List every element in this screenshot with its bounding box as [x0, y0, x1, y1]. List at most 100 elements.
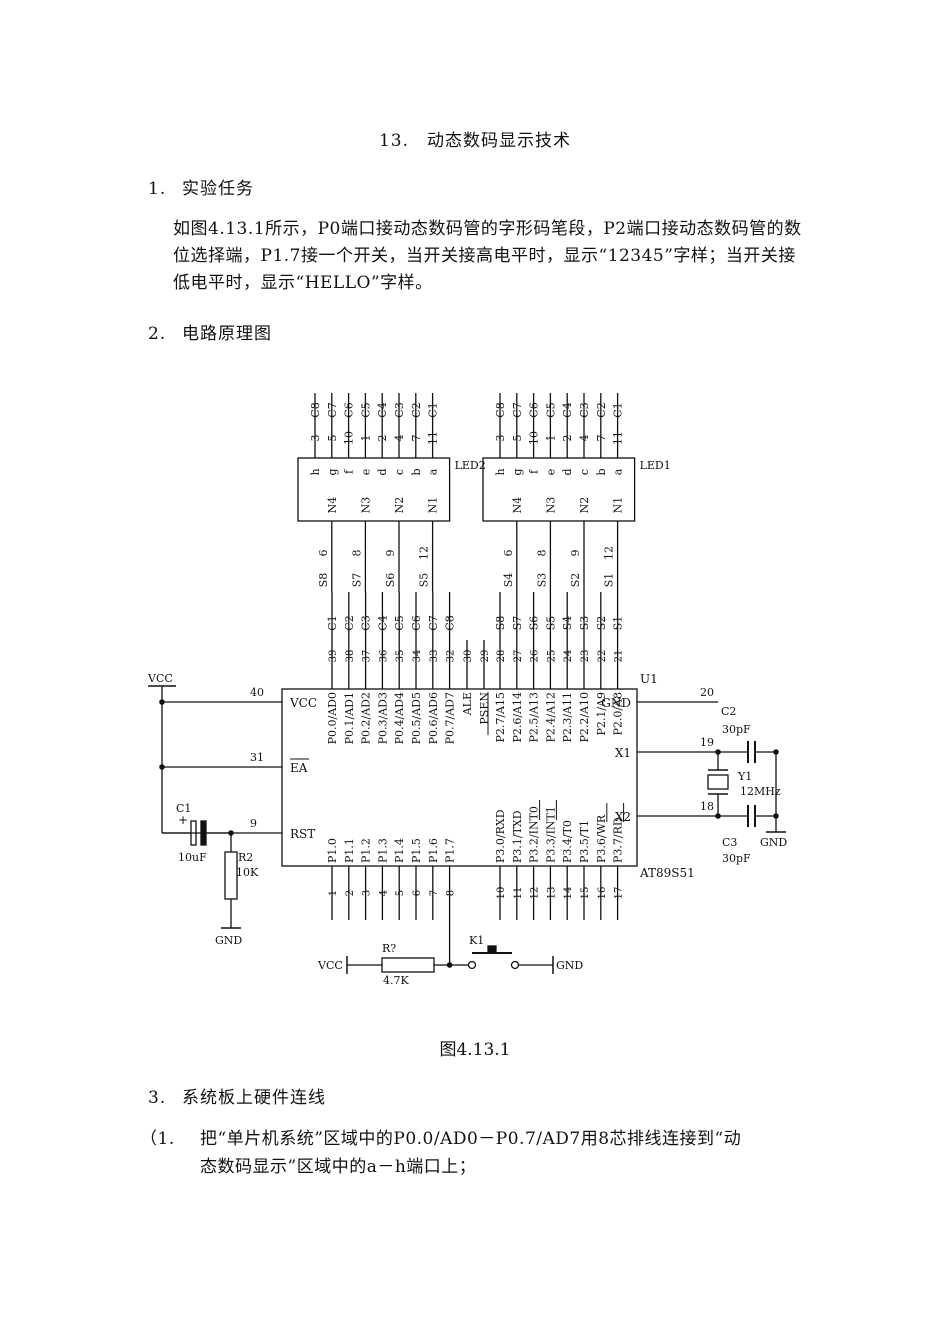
r-body [381, 957, 435, 973]
mcu-pin-number: 16 [597, 887, 608, 900]
segment-label: f [528, 469, 541, 474]
segment-label: h [494, 468, 507, 475]
mcu-top-net-label: S1 [612, 616, 625, 631]
mcu-part: AT89S51 [639, 866, 695, 880]
led-top-pin-label: C1 [427, 402, 440, 417]
c3-value: 30pF [722, 852, 751, 865]
led-top-pin-number: 3 [494, 435, 507, 442]
led-top-pin-label: C6 [343, 402, 356, 417]
mcu-pin-number: 35 [395, 650, 406, 663]
segment-label: e [359, 469, 372, 476]
task-paragraph: 如图4.13.1所示，P0端口接动态数码管的字形码笔段，P2端口接动态数码管的数… [173, 219, 802, 293]
wiring-item-1: （1.把“单片机系统”区域中的P0.0/AD0－P0.7/AD7用8芯排线连接到… [140, 1125, 820, 1181]
mcu-pin-name: P2.5/A13 [528, 692, 541, 743]
led-bottom-pin-number: 8 [350, 550, 363, 557]
mcu-pin-number: 36 [378, 650, 389, 663]
led-top-pin-label: C4 [561, 402, 574, 417]
mcu-top-net-label: S3 [578, 616, 591, 631]
digit-label: N2 [393, 497, 406, 514]
led-top-pin-label: C3 [578, 402, 591, 417]
y1-value: 12MHz [740, 785, 781, 798]
digit-label: N3 [544, 497, 557, 514]
mcu-pin-number: 9 [250, 817, 257, 830]
junction-dot [159, 764, 165, 770]
mcu-pin-name: PSEN [478, 692, 491, 725]
c1-plate-negative [200, 820, 207, 846]
mcu-pin-number: 29 [480, 650, 491, 663]
mcu-pin-number: 30 [463, 650, 474, 663]
mcu-top-net-label: S8 [494, 616, 507, 631]
mcu-pin-name: P0.1/AD1 [343, 692, 356, 744]
c3-ref: C3 [722, 836, 737, 849]
gnd-label: GND [760, 836, 787, 849]
mcu-pin-number: 28 [496, 650, 507, 663]
c2-value: 30pF [722, 723, 751, 736]
led-top-pin-number: 10 [343, 431, 356, 445]
k1-contact [510, 960, 520, 970]
led-top-pin-label: C6 [528, 402, 541, 417]
led-top-pin-number: 11 [612, 431, 625, 445]
mcu-top-net-label: C8 [444, 615, 457, 630]
led-top-pin-label: C5 [544, 402, 557, 417]
section-3-number: 3. [148, 1088, 167, 1108]
mcu-pin-name: P1.4 [393, 838, 406, 863]
mcu-pin-name: P0.7/AD7 [444, 692, 457, 744]
mcu-pin-number: 40 [250, 686, 264, 699]
gnd-label: GND [556, 959, 583, 972]
led-top-pin-number: 2 [376, 435, 389, 442]
mcu-top-net-label: C4 [376, 615, 389, 630]
led-top-pin-label: C1 [612, 402, 625, 417]
c1-plate-positive [190, 820, 197, 846]
mcu-body [281, 688, 638, 867]
mcu-pin-name: P2.6/A14 [511, 692, 524, 743]
mcu-pin-number: 33 [429, 650, 440, 663]
vcc-label: VCC [147, 672, 173, 685]
mcu-pin-number: 8 [446, 890, 457, 896]
mcu-pin-name: ALE [461, 692, 474, 716]
mcu-pin-number: 23 [580, 650, 591, 663]
mcu-pin-name: P2.4/A12 [544, 692, 557, 743]
k1-button [487, 945, 497, 953]
mcu-pin-name: RST [290, 827, 315, 841]
mcu-pin-name: P1.5 [410, 838, 423, 863]
mcu-pin-name: P0.6/AD6 [427, 692, 440, 744]
mcu-pin-name: P2.2/A10 [578, 692, 591, 743]
mcu-pin-name: P1.0 [326, 838, 339, 863]
mcu-top-net-label: S5 [544, 616, 557, 631]
segment-label: e [544, 469, 557, 476]
led-bottom-pin-label: S5 [418, 573, 431, 588]
mcu-pin-number: 5 [395, 890, 406, 896]
led-bottom-pin-number: 6 [502, 550, 515, 557]
mcu-pin-name: P3.6/WR [595, 814, 608, 863]
led-bottom-pin-label: S4 [502, 573, 515, 588]
led-top-pin-number: 5 [511, 435, 524, 442]
mcu-top-net-label: S7 [511, 616, 524, 631]
mcu-pin-name: P3.5/T1 [578, 820, 591, 863]
mcu-pin-name: P2.3/A11 [561, 692, 574, 743]
section-3-title: 系统板上硬件连线 [182, 1088, 326, 1108]
mcu-pin-number: 25 [546, 650, 557, 663]
section-2-title: 电路原理图 [182, 324, 272, 344]
led-bottom-pin-label: S1 [603, 573, 616, 588]
section-2-heading: 2.电路原理图 [148, 319, 272, 344]
mcu-pin-number: 38 [345, 650, 356, 663]
r2-value: 10K [236, 866, 259, 879]
mcu-pin-number: 20 [700, 686, 714, 699]
junction-dot [773, 813, 779, 819]
vcc-label: VCC [317, 959, 343, 972]
mcu-pin-name: X2 [615, 810, 631, 824]
digit-label: N1 [612, 497, 625, 514]
mcu-pin-number: 26 [530, 650, 541, 663]
segment-label: a [427, 468, 440, 475]
led-top-pin-label: C4 [376, 402, 389, 417]
mcu-top-net-label: C6 [410, 615, 423, 630]
led-bottom-pin-label: S6 [384, 573, 397, 588]
led-top-pin-number: 2 [561, 435, 574, 442]
mcu-pin-name: VCC [289, 696, 317, 710]
led-module-box-led1 [482, 457, 636, 522]
segment-label: f [343, 469, 356, 474]
mcu-pin-number: 7 [429, 890, 440, 896]
mcu-pin-number: 3 [362, 890, 373, 896]
